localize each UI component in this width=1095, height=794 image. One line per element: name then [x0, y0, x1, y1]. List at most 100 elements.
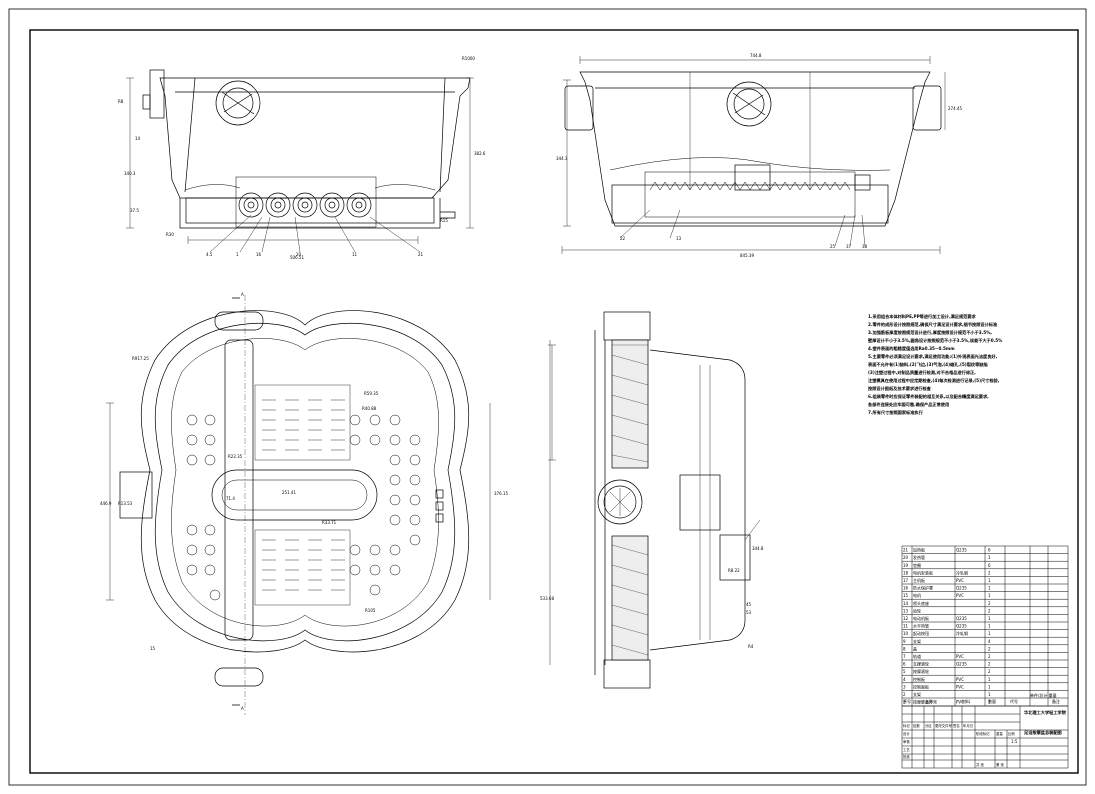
callout-label: 13 — [676, 236, 682, 241]
bom-cell: 7 — [903, 654, 906, 659]
bom-cell: 14 — [903, 601, 909, 606]
bom-cell: 控制板 — [913, 676, 925, 682]
bom-cell: PVC — [956, 700, 964, 705]
bom-cell: 1 — [988, 692, 991, 697]
bom-cell: PVC — [956, 677, 964, 682]
bom-cell: 2 — [903, 692, 906, 697]
note-line: 2.零件的成形设计按照规范,确保尺寸满足设计要求,细节按照设计标准 — [868, 321, 998, 328]
callout-label: 38 — [862, 244, 868, 249]
callout-label: 37 — [846, 244, 852, 249]
bom-cell: Q235 — [956, 548, 967, 553]
school-name: 华北理工大学轻工学院 — [1024, 709, 1067, 716]
bom-cell: 2 — [988, 608, 991, 613]
top-view — [106, 295, 491, 715]
callout-label: 14 — [135, 136, 141, 141]
dim-label: 382.6 — [474, 151, 486, 156]
bom-cell: 盖 — [913, 645, 917, 651]
bom-cell: 冷轧钢 — [956, 569, 968, 575]
note-line: 7.所有尺寸按照国家标准执行 — [868, 409, 924, 416]
title-block-label: 处数 — [913, 723, 920, 728]
bom-cell: 2 — [988, 654, 991, 659]
front-view-dimensions: R1000 R8 340.3 382.6 37.5 R30 R15 506.51… — [118, 56, 486, 260]
dim-label: 506.51 — [290, 255, 304, 260]
bom-header: 材料 — [962, 698, 970, 704]
bom-cell: 支撑滚轮 — [913, 661, 929, 667]
dim-label: 533.68 — [540, 596, 554, 601]
dim-label: R33.71 — [322, 520, 337, 525]
dim-label: 15 — [150, 646, 156, 651]
bom-cell: PVC — [956, 684, 964, 689]
bom-header: 序号 — [903, 698, 911, 704]
dim-label: R105 — [365, 608, 376, 613]
bom-cell: 1 — [903, 700, 906, 705]
bom-cell: 1 — [988, 555, 991, 560]
bom-cell: 9 — [903, 639, 906, 644]
bom-cell: 按摩脚盆外壳 — [913, 699, 937, 705]
callout-label: 11 — [352, 252, 358, 257]
bom-cell: 20 — [903, 555, 909, 560]
bom-cell: 18 — [903, 570, 909, 575]
bom-header: 单件/总计 重量 — [1030, 692, 1057, 698]
bom-cell: 4 — [988, 639, 991, 644]
title-block-label: 标记 — [903, 723, 910, 728]
bom-header: 名称 — [925, 698, 933, 704]
bom-cell: 防水保护罩 — [913, 585, 933, 591]
note-line: 1.采用组合本体材料PE,PP等进行加工设计,满足规范要求 — [868, 313, 977, 320]
title-block: 华北理工大学轻工学院 足浴按摩盆总装配图 1:5 标记 处数 分区 更改文件号 … — [901, 705, 1069, 769]
callout-label: 25 — [830, 244, 836, 249]
title-block-label: 共 张 — [976, 762, 984, 767]
technical-notes: 1.采用组合本体材料PE,PP等进行加工设计,满足规范要求 2.零件的成形设计按… — [867, 313, 1003, 416]
title-block-label: 工艺 — [903, 747, 910, 752]
bom-cell: 1 — [988, 677, 991, 682]
top-view-dimensions: A A R917.25 R22.35 R59.35 R40.88 71.4 25… — [100, 292, 508, 711]
bom-cell: 2 — [988, 662, 991, 667]
inner-border — [29, 29, 1079, 774]
dim-label: 53 — [746, 610, 752, 615]
dim-label: 446.9 — [100, 501, 112, 506]
bom-cell: 支架 — [913, 638, 921, 644]
bom-cell: 11 — [903, 624, 909, 629]
bom-cell: 1 — [988, 631, 991, 636]
bom-header: 数量 — [988, 698, 996, 704]
note-line: 6.组装零件时应保证零件装配的相互关系,以及配合精度满足要求, — [868, 393, 989, 400]
callout-label: 20 — [296, 252, 302, 257]
bom-cell: 发热管 — [913, 554, 925, 560]
bom-cell: 3 — [903, 684, 906, 689]
dim-label: 71.4 — [226, 496, 235, 501]
dim-label: R4 — [748, 644, 754, 649]
bom-cell: 齿轮 — [913, 607, 921, 613]
title-block-label: 批准 — [903, 754, 910, 759]
bom-cell: 水平热管 — [913, 623, 929, 629]
title-block-label: 审核 — [903, 739, 910, 744]
bom-cell: 电机安装板 — [913, 569, 933, 575]
bom-cell: Q235 — [956, 586, 967, 591]
dim-label: 344.3 — [556, 156, 568, 161]
bom-cell: 8 — [903, 646, 906, 651]
title-block-label: 阶段标记 — [976, 731, 990, 736]
bom-header: 备注 — [1052, 698, 1060, 704]
drawing-title: 足浴按摩盆总装配图 — [1024, 729, 1062, 736]
scale-value: 1:5 — [1011, 739, 1018, 744]
bom-cell: 6 — [988, 563, 991, 568]
dim-label: 344.8 — [752, 546, 764, 551]
bom-cell: PVC — [956, 654, 964, 659]
bom-cell: 1 — [988, 684, 991, 689]
bom-cell: 起动按钮 — [913, 630, 929, 636]
side-view — [561, 56, 946, 254]
bom-cell: 6 — [903, 662, 906, 667]
dim-label: 340.3 — [124, 171, 136, 176]
bom-cell: 控制面板 — [913, 683, 929, 689]
bom-cell: 6 — [988, 548, 991, 553]
note-line: (3)注塑过程中,对制品质量进行检测,对不合格品进行修正, — [868, 369, 976, 376]
bom-cell: 1 — [988, 593, 991, 598]
bom-cell: 10 — [903, 631, 909, 636]
dim-label: R8.22 — [728, 568, 740, 573]
bom-cell: 1 — [988, 624, 991, 629]
dim-label: R30 — [166, 232, 174, 237]
section-view — [548, 311, 761, 689]
dim-label: R917.25 — [132, 356, 149, 361]
callout-label: 16 — [256, 252, 262, 257]
title-block-label: 比例 — [1008, 731, 1015, 736]
bom-cell: PVC — [956, 578, 964, 583]
bom-cell: 2 — [988, 570, 991, 575]
